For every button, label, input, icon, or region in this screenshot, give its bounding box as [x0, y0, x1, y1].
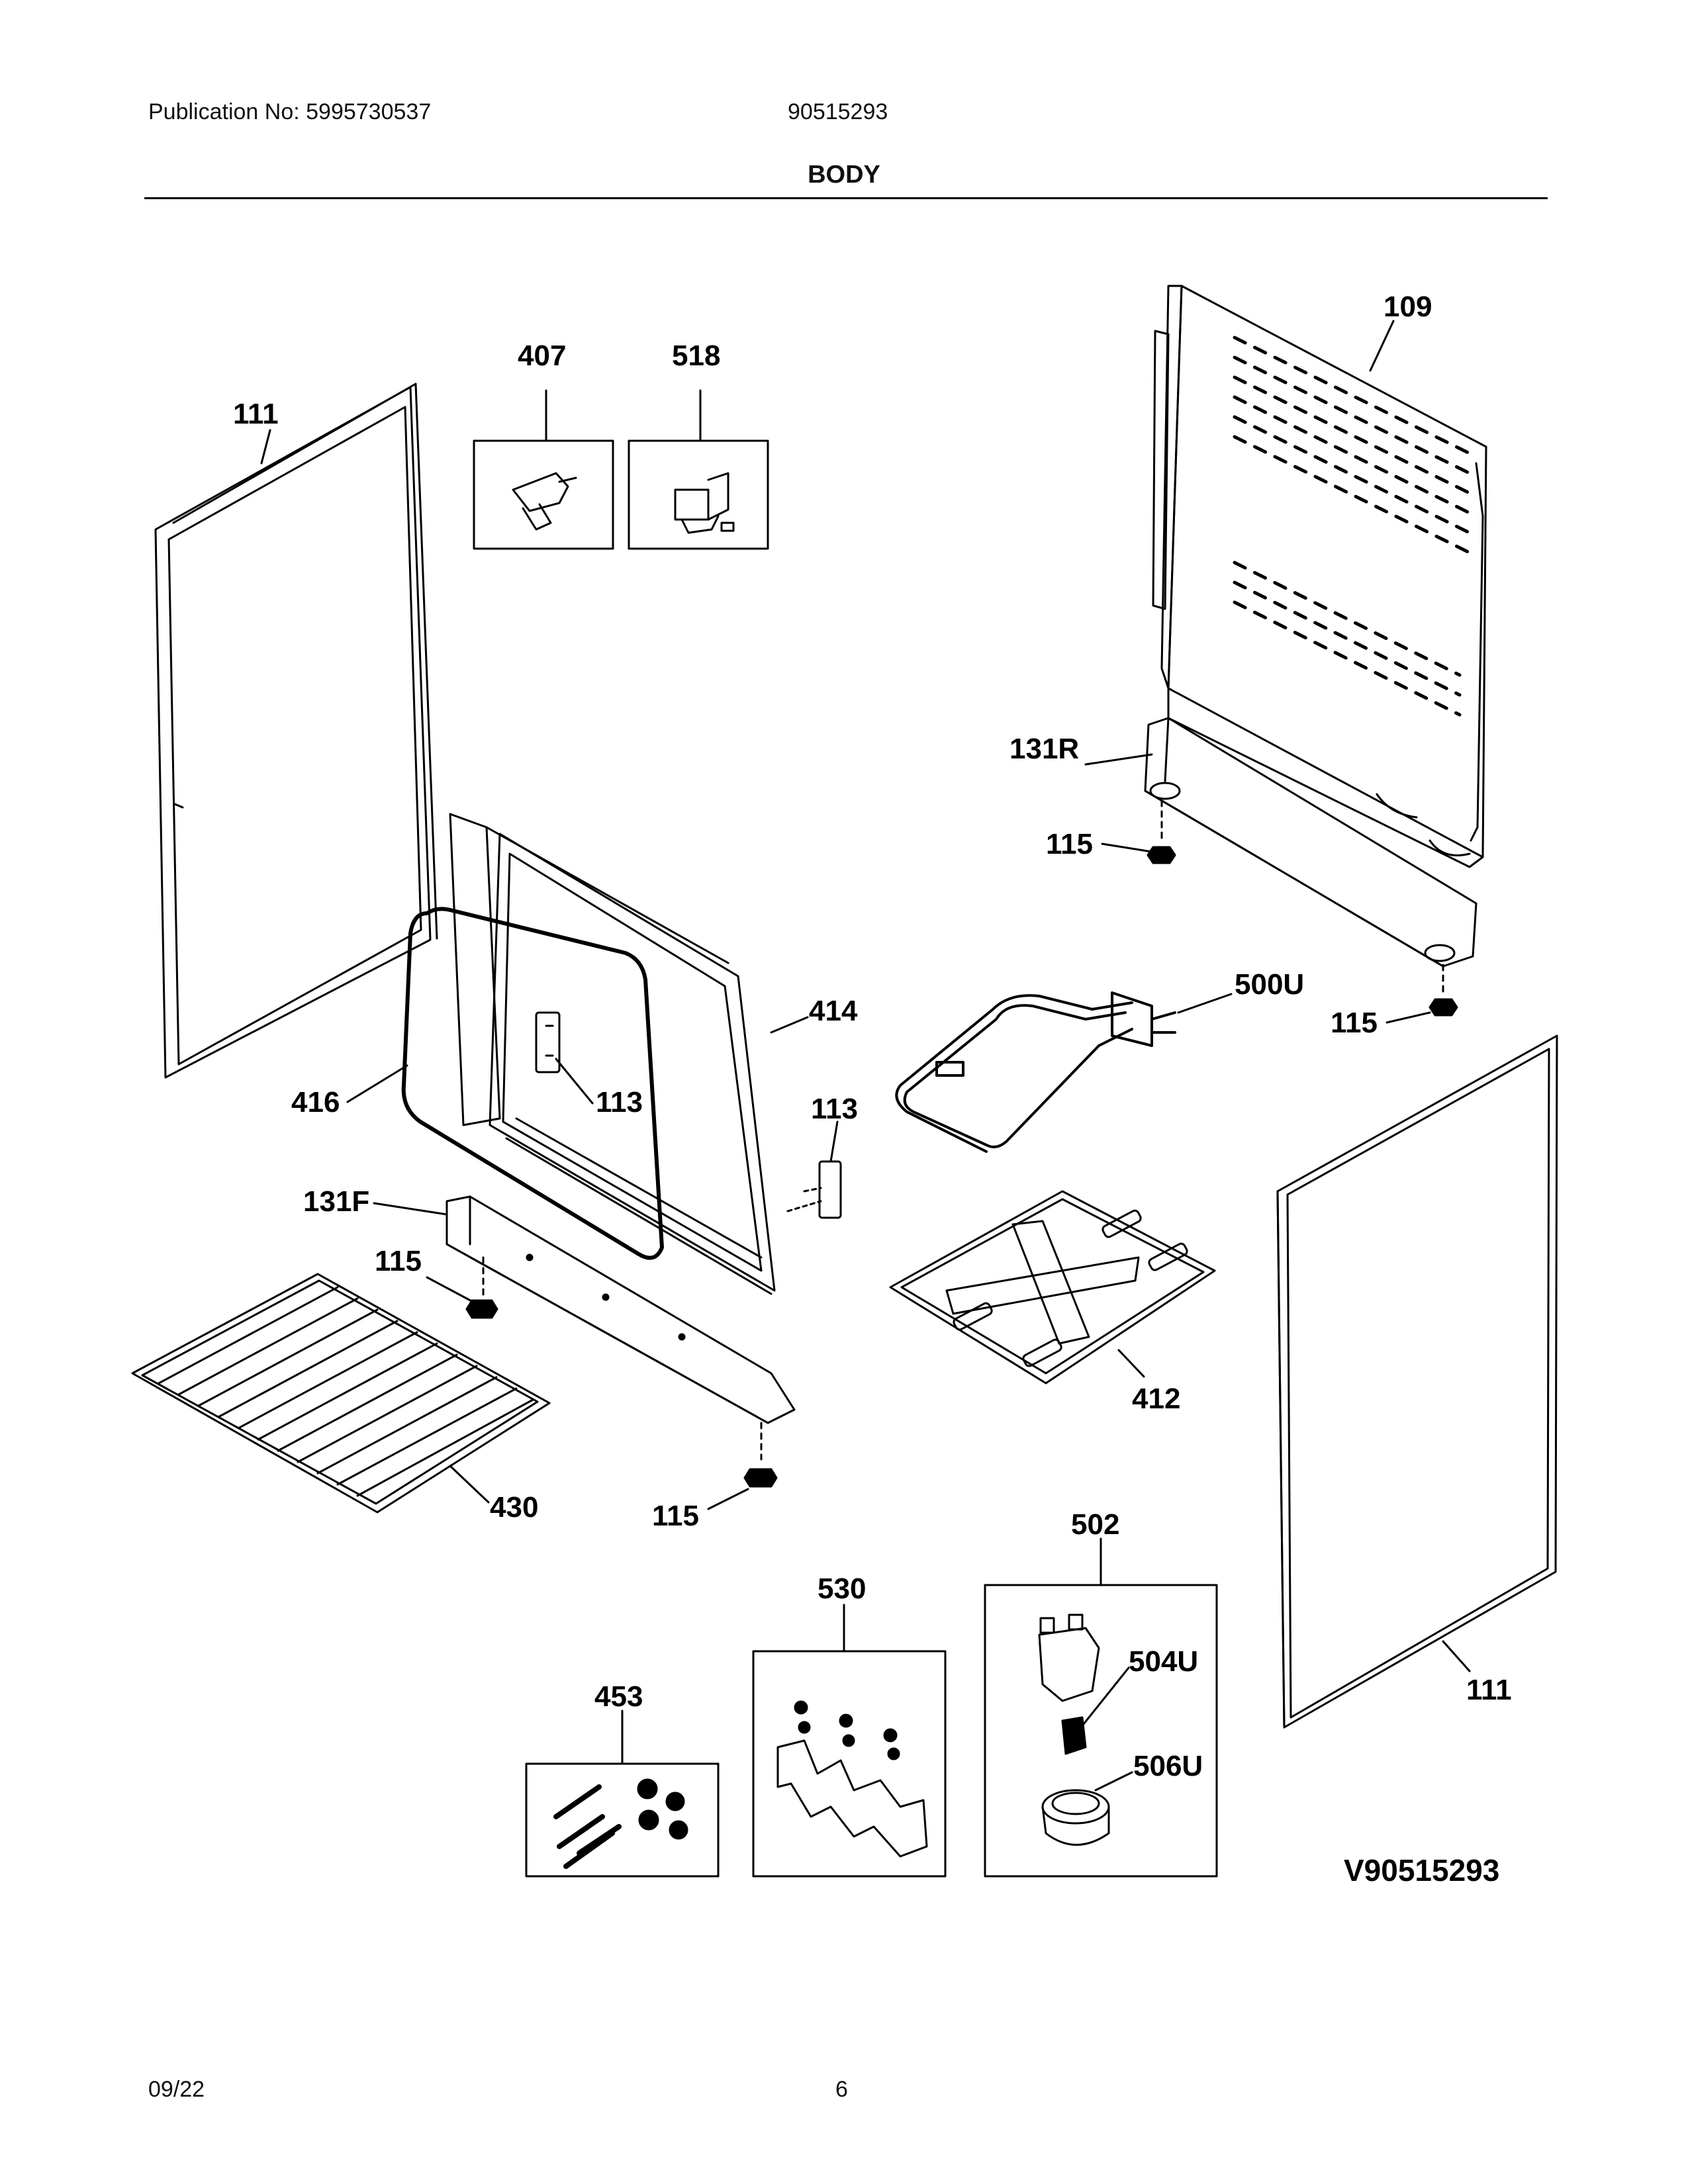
callout-113-outer: 113: [811, 1093, 858, 1125]
page-number: 6: [835, 2077, 848, 2102]
kit-box-502: [984, 1584, 1218, 1878]
front-rail: [445, 1195, 796, 1488]
callout-412: 412: [1132, 1383, 1180, 1415]
callout-115-rear-left: 115: [1046, 828, 1093, 860]
oven-liner: [449, 813, 776, 1295]
oven-bottom: [889, 1190, 1216, 1385]
callout-111-left: 111: [233, 398, 279, 430]
callout-500u: 500U: [1235, 968, 1304, 1001]
back-panel: [1152, 285, 1487, 868]
callout-504u: 504U: [1129, 1645, 1198, 1678]
door-gasket: [401, 907, 664, 1260]
leader-lines: [260, 320, 1471, 1792]
callout-115-front-left: 115: [375, 1245, 422, 1277]
hinge-receptacle-inner: [535, 1011, 561, 1073]
callout-506u: 506U: [1133, 1750, 1203, 1782]
callout-416: 416: [291, 1086, 340, 1118]
callout-430: 430: [490, 1491, 538, 1524]
kit-box-518: [628, 439, 769, 550]
callout-115-rear-right: 115: [1331, 1007, 1378, 1039]
callout-502: 502: [1071, 1508, 1119, 1541]
header-rule: [144, 197, 1548, 199]
hinge-receptacle-outer: [786, 1160, 842, 1219]
right-side-panel: [1276, 1034, 1558, 1729]
broil-element: [895, 991, 1176, 1153]
diagram-reference: V90515293: [1344, 1853, 1499, 1888]
callout-109: 109: [1383, 291, 1432, 323]
callout-414: 414: [809, 995, 858, 1027]
callout-111-right: 111: [1466, 1674, 1512, 1706]
callout-518: 518: [672, 340, 720, 372]
callout-113-inner: 113: [596, 1086, 643, 1118]
footer-date: 09/22: [148, 2077, 205, 2102]
callout-131f: 131F: [303, 1185, 369, 1218]
callout-115-front-right: 115: [652, 1500, 699, 1532]
callout-labels: 109 111 407 518 131R 115 500U 115 414 41…: [233, 291, 1512, 1888]
oven-rack: [131, 1273, 551, 1514]
kit-box-453: [525, 1762, 720, 1878]
kit-box-407: [473, 439, 614, 550]
kit-box-530: [752, 1650, 947, 1878]
callout-131r: 131R: [1009, 733, 1079, 765]
callout-453: 453: [594, 1680, 643, 1713]
model-number: 90515293: [788, 99, 888, 124]
callout-407: 407: [518, 340, 566, 372]
callout-530: 530: [818, 1572, 866, 1605]
rear-rail: [1144, 717, 1477, 1017]
left-side-panel: [154, 383, 438, 1079]
publication-number: Publication No: 5995730537: [148, 99, 432, 124]
page-title: BODY: [808, 161, 880, 189]
back-panel-slots: [1233, 336, 1472, 717]
